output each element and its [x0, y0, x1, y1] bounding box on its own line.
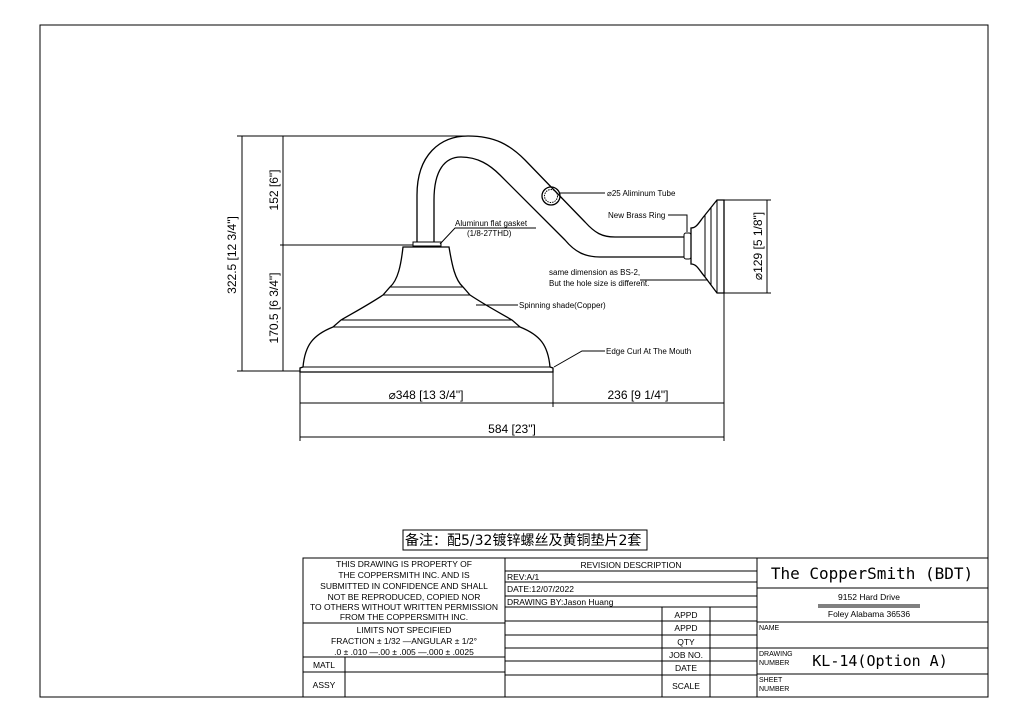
backplate [690, 199, 725, 294]
drawing-number-label: DRAWING [759, 651, 793, 658]
address-line-1: 9152 Hard Drive [838, 592, 900, 602]
title-block: THIS DRAWING IS PROPERTY OF THE COPPERSM… [302, 557, 989, 698]
date-label: DATE [675, 663, 697, 673]
tolerance-line: LIMITS NOT SPECIFIED [357, 625, 452, 635]
scale-label: SCALE [672, 681, 700, 691]
name-label: NAME [759, 625, 780, 632]
tube-section [541, 186, 561, 206]
company-name: The CopperSmith (BDT) [771, 564, 973, 583]
gasket [412, 241, 442, 247]
appd-label: APPD [674, 623, 697, 633]
assembly-note: 备注：配5/32镀锌螺丝及黄铜垫片2套 [405, 532, 641, 549]
sheet-number-label: SHEET [759, 677, 783, 684]
assy-label: ASSY [313, 680, 336, 690]
property-notice-line: NOT BE REPRODUCED, COPIED NOR [328, 592, 481, 602]
projection-dim: 236 [9 1/4"] [608, 388, 669, 402]
drawn-by: DRAWING BY:Jason Huang [507, 597, 614, 607]
property-notice-line: FROM THE COPPERSMITH INC. [340, 612, 468, 622]
tolerance-line: .0 ± .010 —.00 ± .005 —.000 ± .0025 [334, 647, 474, 657]
shade-callout: Spinning shade(Copper) [519, 301, 606, 310]
copper-shade [299, 241, 554, 373]
callouts: ⌀25 Aliminum Tube New Brass Ring Aluminu… [439, 189, 708, 368]
sheet-number-label: NUMBER [759, 686, 789, 693]
tube-callout: ⌀25 Aliminum Tube [607, 189, 676, 198]
qty-label: QTY [677, 637, 695, 647]
note-box [402, 529, 648, 551]
shade-height-dim: 170.5 [6 3/4"] [267, 273, 281, 344]
appd-label: APPD [674, 610, 697, 620]
gasket-thread-callout: (1/8-27THD) [467, 229, 512, 238]
dimensions: 322.5 [12 3/4"] 152 [6"] 170.5 [6 3/4"] … [225, 135, 771, 441]
property-notice-line: SUBMITTED IN CONFIDENCE AND SHALL [320, 581, 488, 591]
job-no-label: JOB NO. [669, 650, 703, 660]
arm-height-dim: 152 [6"] [267, 170, 281, 211]
gasket-callout: Aluminun flat gasket [455, 219, 528, 228]
address-line-2: Foley Alabama 36536 [828, 609, 910, 619]
brass-ring [683, 232, 692, 260]
drawing-number-label: NUMBER [759, 660, 789, 667]
backplate-diameter-dim: ⌀129 [5 1/8"] [751, 212, 765, 280]
same-dimension-note: same dimension as BS-2, [549, 268, 640, 277]
date-value: DATE:12/07/2022 [507, 584, 574, 594]
overall-length-dim: 584 [23"] [488, 422, 536, 436]
hole-size-note: But the hole size is different. [549, 279, 649, 288]
tolerance-line: FRACTION ± 1/32 —ANGULAR ± 1/2° [331, 636, 477, 646]
drawing-number: KL-14(Option A) [812, 652, 947, 670]
property-notice-line: THE COPPERSMITH INC. AND IS [338, 570, 470, 580]
revision-header: REVISION DESCRIPTION [580, 560, 681, 570]
shade-diameter-dim: ⌀348 [13 3/4"] [389, 388, 464, 402]
edge-curl-callout: Edge Curl At The Mouth [606, 347, 691, 356]
overall-height-dim: 322.5 [12 3/4"] [225, 216, 239, 294]
brass-ring-callout: New Brass Ring [608, 211, 665, 220]
matl-label: MATL [313, 660, 335, 670]
revision-value: REV:A/1 [507, 572, 540, 582]
property-notice-line: THIS DRAWING IS PROPERTY OF [336, 559, 472, 569]
gooseneck-arm [416, 135, 725, 294]
property-notice-line: TO OTHERS WITHOUT WRITTEN PERMISSION [310, 602, 498, 612]
